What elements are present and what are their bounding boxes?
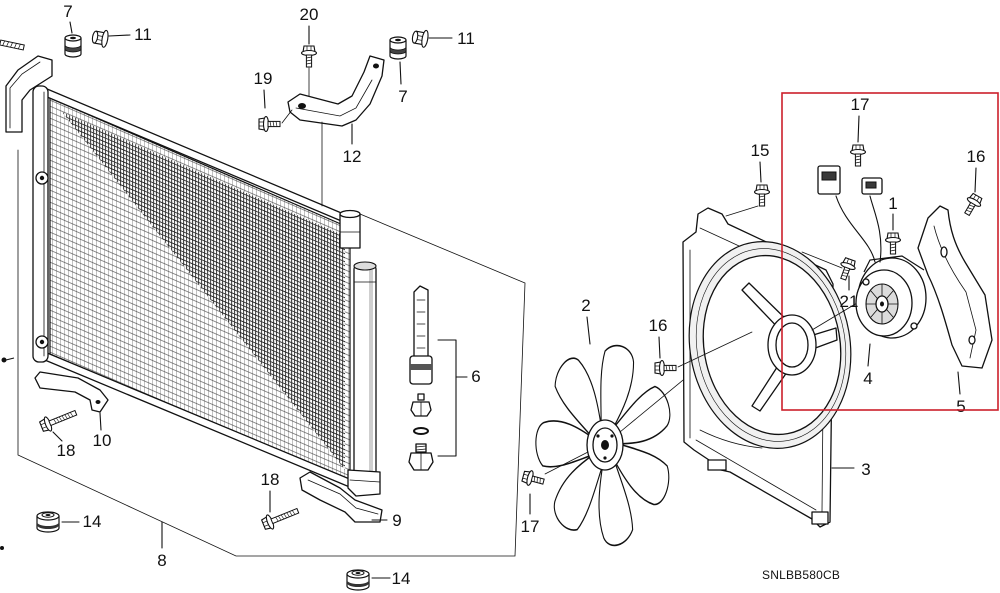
bracket-hole bbox=[95, 400, 101, 404]
boss-hole bbox=[39, 175, 45, 181]
callout-7-right: 7 bbox=[398, 87, 407, 106]
rubber-mount-bottom bbox=[346, 569, 370, 591]
bolt-21-line bbox=[801, 251, 843, 269]
callout-10: 10 bbox=[93, 431, 112, 450]
callout-8: 8 bbox=[157, 551, 166, 570]
motor-bracket bbox=[917, 205, 993, 369]
flange-bolt-18-left bbox=[38, 405, 80, 435]
clip-nut-left bbox=[90, 27, 110, 49]
condenser-right-header bbox=[339, 209, 361, 249]
callout-14-left: 14 bbox=[83, 512, 102, 531]
bolt-15-line bbox=[725, 205, 759, 217]
rubber-grommet-left bbox=[64, 34, 82, 58]
flange-bolt-17-connector bbox=[849, 144, 867, 167]
callout-labels: 7 11 20 11 19 7 12 15 17 16 1 21 2 16 6 … bbox=[57, 2, 986, 588]
lower-bracket-10 bbox=[34, 371, 109, 413]
upper-left-mount-bracket bbox=[5, 55, 53, 133]
callout-18-right: 18 bbox=[261, 470, 280, 489]
fan-shroud bbox=[682, 207, 852, 528]
fan-hub-bore bbox=[601, 440, 609, 450]
flange-bolt-15 bbox=[753, 184, 771, 207]
hub-hole bbox=[596, 434, 600, 438]
bolt-19-line bbox=[281, 109, 293, 124]
callout-15: 15 bbox=[751, 141, 770, 160]
callout-7-upper-left: 7 bbox=[63, 2, 72, 21]
boss-hole bbox=[39, 339, 45, 345]
flange-bolt-17-fan bbox=[520, 468, 547, 490]
o-ring bbox=[413, 427, 429, 435]
callout-6: 6 bbox=[471, 367, 480, 386]
threaded-stud-upper bbox=[0, 39, 25, 51]
callout-16-shroud: 16 bbox=[649, 316, 668, 335]
callout-21: 21 bbox=[840, 292, 859, 311]
bracket-edge-line bbox=[9, 61, 41, 129]
callout-17-upper: 17 bbox=[851, 95, 870, 114]
clip-nut-right bbox=[410, 27, 430, 49]
callout-5: 5 bbox=[956, 397, 965, 416]
callout-1: 1 bbox=[888, 194, 897, 213]
callout-14-bottom: 14 bbox=[392, 569, 411, 588]
diagram-part-code: SNLBB580CB bbox=[762, 568, 840, 582]
flange-bolt-16-shroud bbox=[654, 359, 677, 377]
flange-bolt-18-right bbox=[260, 503, 302, 533]
desiccant-filter-set bbox=[409, 285, 433, 385]
threaded-stud-lower bbox=[1, 357, 15, 363]
shroud-to-motor-line bbox=[811, 299, 863, 331]
hub-hole bbox=[603, 456, 607, 460]
hub-hole bbox=[610, 434, 614, 438]
condenser bbox=[0, 39, 381, 497]
motor-wiring-harness bbox=[817, 165, 883, 263]
callout-19: 19 bbox=[254, 69, 273, 88]
callout-16-right: 16 bbox=[967, 147, 986, 166]
motor-mount-hole bbox=[775, 322, 809, 368]
rubber-grommet-right bbox=[389, 36, 407, 60]
loose-dot bbox=[0, 546, 4, 550]
callout-11-right: 11 bbox=[457, 29, 475, 48]
bracket-edge-line bbox=[307, 479, 379, 515]
callout-2: 2 bbox=[581, 296, 590, 315]
leader-lines bbox=[52, 21, 977, 579]
assembly-boundary-line bbox=[17, 149, 526, 557]
callout-4: 4 bbox=[863, 369, 872, 388]
receiver-valve bbox=[410, 393, 432, 417]
upper-bracket-12 bbox=[287, 55, 385, 127]
highlight-box bbox=[781, 92, 999, 411]
callout-18-left: 18 bbox=[57, 441, 76, 460]
callout-9: 9 bbox=[392, 511, 401, 530]
flange-bolt-19 bbox=[258, 115, 281, 133]
fan-motor bbox=[855, 255, 927, 339]
receiver-dryer-tank bbox=[347, 261, 381, 497]
flange-bolt-16-bracket bbox=[959, 191, 985, 219]
flange-bolt-20 bbox=[300, 45, 318, 68]
cooling-fan bbox=[533, 341, 676, 552]
callout-20: 20 bbox=[300, 5, 319, 24]
bolt-16-line bbox=[677, 331, 753, 368]
receiver-plug bbox=[408, 443, 434, 471]
callout-12: 12 bbox=[343, 147, 362, 166]
bolt-to-fan-line bbox=[544, 451, 589, 475]
nut-1 bbox=[884, 232, 902, 255]
rubber-mount-left bbox=[36, 511, 60, 533]
callout-3: 3 bbox=[861, 460, 870, 479]
flange-bolt-21 bbox=[835, 256, 858, 283]
condenser-left-tank bbox=[32, 85, 49, 363]
callout-17-lower: 17 bbox=[521, 517, 540, 536]
callout-11-left: 11 bbox=[134, 25, 152, 44]
condenser-core-shading bbox=[62, 112, 345, 470]
